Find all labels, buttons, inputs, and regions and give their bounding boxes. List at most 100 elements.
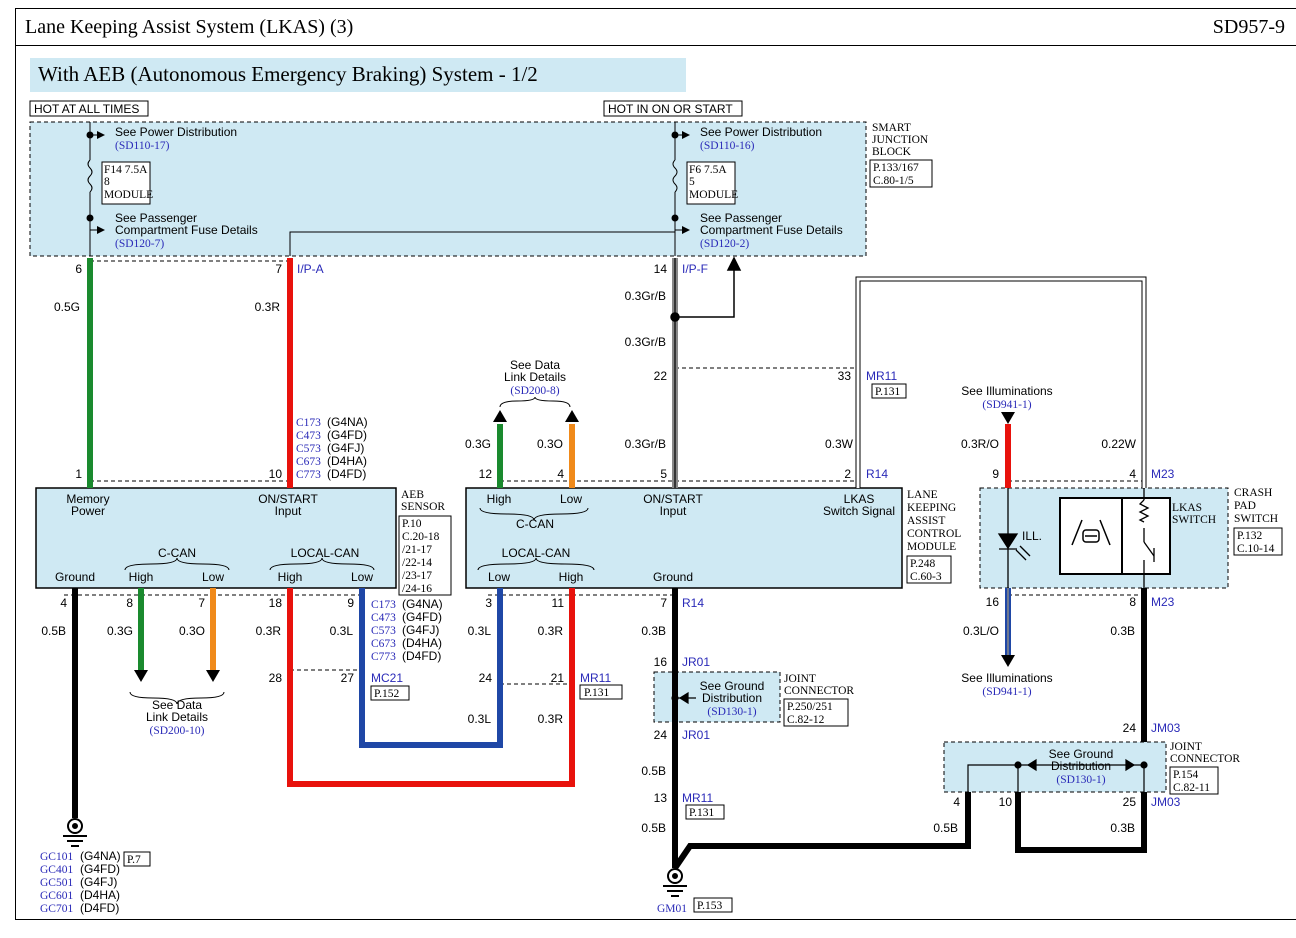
conn-mr11-mid: MR11	[580, 671, 611, 685]
aeb-ref-4: /22-14	[402, 557, 432, 569]
mr11-mid-ref: P.131	[584, 687, 609, 699]
pin-13: 13	[654, 791, 668, 805]
jr01-ref-1: P.250/251	[787, 701, 833, 713]
aeb-ref-6: /24-16	[402, 583, 432, 595]
aeb-sensor-box	[35, 487, 397, 589]
aeb-onstart-1: ON/START	[258, 492, 318, 506]
pin-4-crash: 4	[1129, 467, 1136, 481]
see-power-left: See Power Distribution	[115, 125, 237, 139]
conn-jm03-top: JM03	[1151, 721, 1181, 735]
conn-ipa: I/P-A	[297, 262, 324, 276]
see-illum-bottom: See Illuminations	[961, 671, 1052, 685]
pin-10-jm03: 10	[999, 795, 1013, 809]
ground-symbol-gm01	[663, 868, 687, 897]
gm01-label: GM01	[657, 903, 687, 915]
svg-text:(D4FD): (D4FD)	[80, 901, 119, 915]
aeb-onstart-2: Input	[275, 504, 302, 518]
svg-text:(D4HA): (D4HA)	[402, 636, 442, 650]
fuse-f14-pos: 8	[104, 176, 110, 188]
conn-mr11-bottom: MR11	[682, 791, 713, 805]
wire-label-03b-c: 0.3B	[1110, 821, 1135, 835]
pin-27: 27	[341, 671, 355, 685]
svg-text:(G4NA): (G4NA)	[327, 415, 368, 429]
page-code: SD957-9	[1212, 16, 1285, 38]
jr01-ref-2: C.82-12	[787, 714, 825, 726]
lkas-ccan-high: High	[487, 492, 512, 506]
pin-7-aeb: 7	[198, 596, 205, 610]
aeb-variant-list-bottom: C173(G4NA) C473(G4FD) C573(G4FJ) C673(D4…	[371, 597, 443, 663]
conn-ipf: I/P-F	[682, 262, 708, 276]
sjb-ref-2: C.80-1/5	[873, 175, 914, 187]
pin-16-jr01: 16	[654, 655, 668, 669]
conn-m23-top: M23	[1151, 467, 1175, 481]
crash-name-1: CRASH	[1234, 487, 1272, 499]
wire-label-03w: 0.3W	[825, 437, 854, 451]
crash-name-3: SWITCH	[1234, 513, 1278, 525]
pin-12: 12	[479, 467, 493, 481]
wire-label-05b-c: 0.5B	[641, 821, 666, 835]
pin-28: 28	[269, 671, 283, 685]
aeb-ccan-low: Low	[202, 570, 224, 584]
diagram-frame	[15, 8, 1296, 920]
svg-text:(G4FD): (G4FD)	[402, 610, 442, 624]
aeb-name-1: AEB	[401, 489, 424, 501]
see-passenger-right-2: Compartment Fuse Details	[700, 223, 843, 237]
conn-r14-top: R14	[866, 467, 888, 481]
sjb-name-3: BLOCK	[872, 146, 912, 158]
pin-14: 14	[654, 262, 668, 276]
lkas-switch-2: Switch Signal	[823, 504, 895, 518]
svg-text:GC101: GC101	[40, 851, 73, 863]
mr11-top-ref: P.131	[875, 386, 900, 398]
aeb-name-2: SENSOR	[401, 501, 445, 513]
illum-ref-bottom: (SD941-1)	[982, 686, 1031, 698]
power-ref-left: (SD110-17)	[115, 140, 170, 152]
pin-33: 33	[838, 369, 852, 383]
jr01-ground-ref: (SD130-1)	[707, 706, 756, 718]
jm03-joint-1: JOINT	[1170, 741, 1202, 753]
aeb-ref-2: C.20-18	[402, 531, 440, 543]
passenger-ref-right: (SD120-2)	[700, 238, 749, 250]
title-bar: Lane Keeping Assist System (LKAS) (3) SD…	[15, 8, 1296, 46]
svg-text:(G4NA): (G4NA)	[80, 849, 121, 863]
jr01-see-ground-1: See Ground	[700, 679, 765, 693]
svg-text:(G4NA): (G4NA)	[402, 597, 443, 611]
crash-switch-label-1: LKAS	[1172, 502, 1202, 514]
hot-at-all-times-tag: HOT AT ALL TIMES	[34, 102, 139, 116]
lkas-ccan-low: Low	[560, 492, 582, 506]
sjb-ref-1: P.133/167	[873, 162, 919, 174]
gc-ref: P.7	[127, 854, 141, 866]
wire-label-03ro: 0.3R/O	[961, 437, 999, 451]
lkas-onstart-1: ON/START	[643, 492, 703, 506]
pin-6: 6	[75, 262, 82, 276]
fuse-f6-circuit	[289, 122, 690, 256]
wire-label-03grb-c: 0.3Gr/B	[625, 437, 666, 451]
crash-name-2: PAD	[1234, 500, 1256, 512]
sjb-name-2: JUNCTION	[872, 134, 929, 146]
lkas-ref-1: P.248	[910, 558, 935, 570]
fuse-f6-pos: 5	[689, 176, 695, 188]
crash-switch-label-2: SWITCH	[1172, 514, 1216, 526]
lkas-onstart-2: Input	[660, 504, 687, 518]
wire-label-03grb-b: 0.3Gr/B	[625, 335, 666, 349]
wire-label-05g: 0.5G	[54, 300, 80, 314]
wire-label-03lo: 0.3L/O	[963, 624, 999, 638]
see-data-top-2: Link Details	[504, 370, 566, 384]
jr01-see-ground-2: Distribution	[702, 691, 762, 705]
pin-7-lkas: 7	[660, 596, 667, 610]
wire-label-03r-a: 0.3R	[255, 300, 281, 314]
jm03-ref-1: P.154	[1173, 769, 1198, 781]
wire-label-03l-a: 0.3L	[330, 624, 354, 638]
pin-1: 1	[75, 467, 82, 481]
svg-text:C673: C673	[296, 456, 321, 468]
wire-label-03grb-a: 0.3Gr/B	[625, 289, 666, 303]
svg-text:C173: C173	[371, 599, 396, 611]
jr01-joint-1: JOINT	[784, 673, 816, 685]
pin-22: 22	[654, 369, 668, 383]
aeb-localcan: LOCAL-CAN	[291, 546, 360, 560]
wire-blue-localcan	[359, 588, 503, 748]
jr01-joint-2: CONNECTOR	[784, 685, 854, 697]
lkas-name-2: KEEPING	[907, 502, 956, 514]
svg-text:C773: C773	[371, 651, 396, 663]
svg-text:(D4FD): (D4FD)	[402, 649, 441, 663]
svg-text:(D4HA): (D4HA)	[80, 888, 120, 902]
